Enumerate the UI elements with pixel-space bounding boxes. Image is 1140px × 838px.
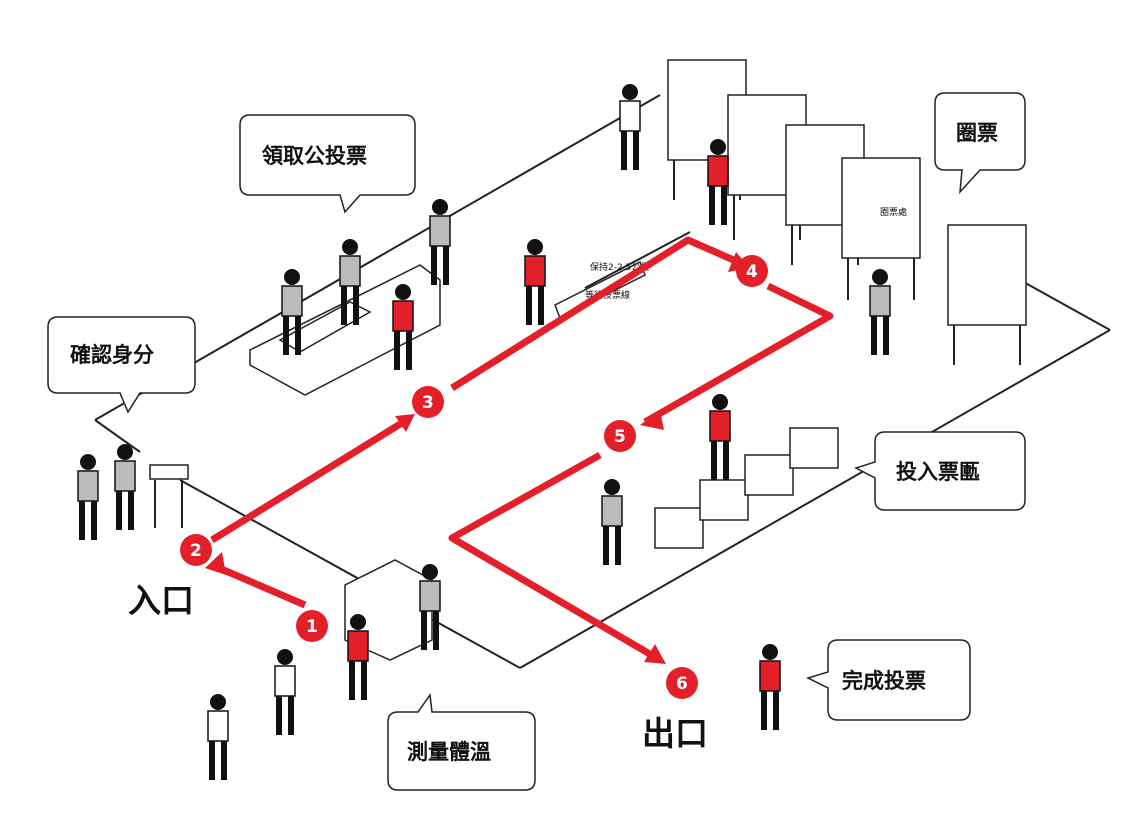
label-confirm-id: 確認身分 <box>70 343 154 367</box>
bubble-vote: 圈票 <box>934 92 1026 195</box>
svg-text:5: 5 <box>614 427 626 447</box>
person-figure <box>77 454 99 540</box>
person-figure <box>339 239 361 325</box>
person-figure <box>114 444 136 530</box>
label-exit: 出口 <box>642 714 708 753</box>
label-done: 完成投票 <box>842 669 926 693</box>
waiting-line-sign: 等待投票線 <box>554 260 646 320</box>
bubble-get-ballot: 領取公投票 <box>239 114 416 214</box>
label-cast-area: 投入票匭 <box>896 460 980 484</box>
person-figure <box>392 284 414 370</box>
person-figure <box>207 694 229 780</box>
ballot-counter <box>249 264 441 396</box>
label-get-ballot: 領取公投票 <box>262 144 367 168</box>
people <box>77 84 891 780</box>
person-figure <box>869 269 891 355</box>
step-2: 2 <box>180 534 212 566</box>
voting-route <box>205 236 834 664</box>
bubble-cast-area: 投入票匭 <box>854 431 1026 511</box>
label-vote: 圈票 <box>956 121 998 145</box>
label-temperature: 測量體溫 <box>407 740 491 764</box>
person-figure <box>601 479 623 565</box>
step-markers: 1 2 3 4 5 6 <box>180 255 768 699</box>
person-figure <box>759 644 781 730</box>
step-3: 3 <box>412 386 444 418</box>
person-figure <box>709 394 731 480</box>
person-figure <box>419 564 441 650</box>
person-figure <box>429 199 451 285</box>
person-figure <box>707 139 729 225</box>
voting-booths: 圈票處 <box>667 59 1027 365</box>
step-5: 5 <box>604 420 636 452</box>
booth-sign: 圈票處 <box>880 206 907 218</box>
ballot-boxes <box>654 427 839 549</box>
svg-text:3: 3 <box>422 393 434 413</box>
bubble-temperature: 測量體溫 <box>387 692 536 791</box>
step-1: 1 <box>296 610 328 642</box>
step-6: 6 <box>666 667 698 699</box>
bubble-confirm-id: 確認身分 <box>47 316 196 414</box>
label-entrance: 入口 <box>128 581 194 620</box>
step-4: 4 <box>736 255 768 287</box>
person-figure <box>274 649 296 735</box>
person-figure <box>619 84 641 170</box>
id-check-desk <box>149 464 189 528</box>
svg-text:2: 2 <box>190 541 202 561</box>
booth: 圈票處 <box>841 157 921 300</box>
svg-text:4: 4 <box>746 262 758 282</box>
person-figure <box>281 269 303 355</box>
person-figure <box>524 239 546 325</box>
booth <box>947 224 1027 365</box>
person-figure <box>347 614 369 700</box>
svg-text:6: 6 <box>676 674 688 694</box>
bubble-done: 完成投票 <box>805 639 971 721</box>
svg-text:1: 1 <box>306 617 318 637</box>
